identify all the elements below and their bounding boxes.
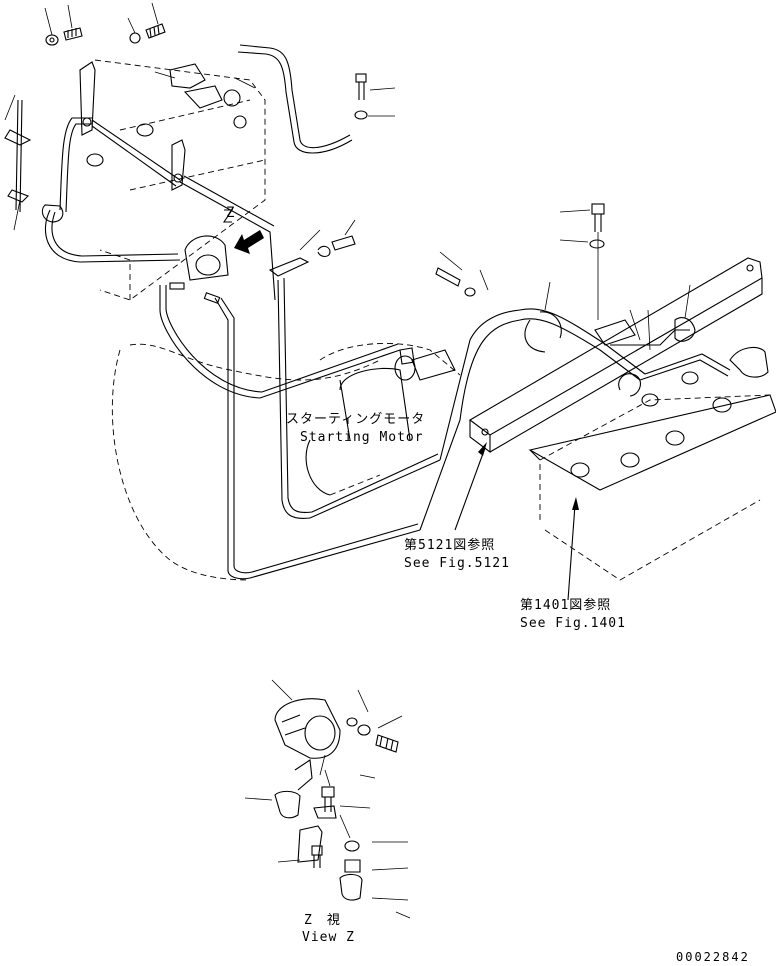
ref-5121-en-label: See Fig.5121 xyxy=(404,556,510,571)
reference-leaders xyxy=(454,442,579,601)
ref-5121-jp-label: 第5121図参照 xyxy=(404,538,496,553)
battery-relay xyxy=(184,219,356,281)
starting-motor-jp-label: スターティングモータ xyxy=(286,412,426,427)
battery-tray-right xyxy=(469,257,776,581)
right-battery-cables xyxy=(519,281,769,397)
upper-battery xyxy=(86,59,266,301)
mid-right-hardware xyxy=(354,73,605,320)
battery-cable-harness xyxy=(4,44,353,301)
top-left-hardware xyxy=(44,2,166,46)
starting-motor xyxy=(305,347,456,496)
view-z-en-label: View Z xyxy=(302,930,355,945)
view-z-arrow xyxy=(222,209,264,254)
ref-1401-jp-label: 第1401図参照 xyxy=(520,598,612,613)
view-arrow-letter: Z xyxy=(226,205,236,221)
view-z-jp-label: Z 視 xyxy=(304,913,341,928)
starting-motor-en-label: Starting Motor xyxy=(300,430,424,445)
view-z-detail xyxy=(244,679,411,919)
starter-cable xyxy=(159,277,521,580)
engine-outline xyxy=(111,343,461,581)
ref-1401-en-label: See Fig.1401 xyxy=(520,616,626,631)
drawing-number: 00022842 xyxy=(676,950,750,964)
